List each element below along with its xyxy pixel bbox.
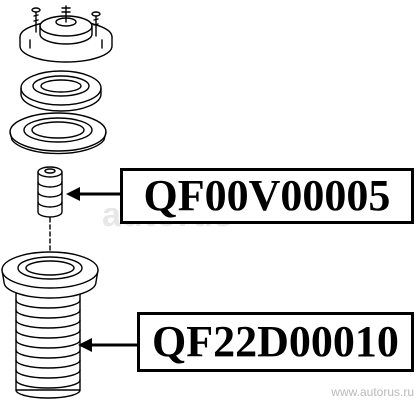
part-number-label-upper: QF00V00005 bbox=[120, 168, 414, 224]
spring-seat bbox=[9, 112, 107, 155]
watermark-url: www.autorus.ru bbox=[331, 385, 414, 399]
strut-bearing bbox=[20, 70, 102, 112]
arrow-upper bbox=[66, 187, 120, 201]
arrow-lower bbox=[78, 338, 137, 352]
bump-stop bbox=[37, 166, 63, 218]
dust-boot bbox=[1, 251, 99, 399]
strut-mount-top bbox=[19, 5, 113, 63]
part-number-label-lower: QF22D00010 bbox=[137, 312, 414, 372]
